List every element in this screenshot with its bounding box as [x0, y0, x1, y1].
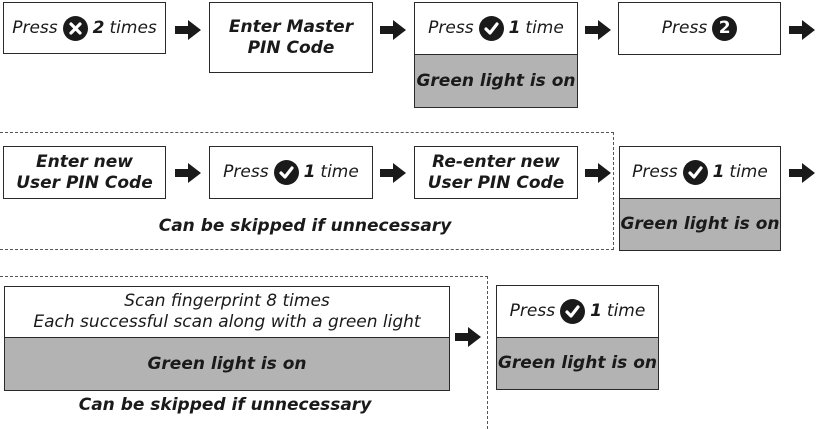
arrow-right-icon: [380, 163, 406, 183]
step-text-line1: Re-enter new: [432, 151, 560, 172]
press-count: 1: [590, 301, 602, 321]
arrow-right-icon: [789, 20, 815, 40]
press-unit: time: [606, 301, 646, 321]
step-text-line2: User PIN Code: [427, 172, 565, 193]
press-count: 1: [303, 162, 316, 182]
status-green-light: Green light is on: [496, 337, 659, 390]
press-count: 1: [712, 162, 725, 182]
optional-steps-group: [0, 132, 614, 250]
status-green-light: Green light is on: [4, 337, 450, 391]
press-label: Press: [428, 18, 474, 38]
arrow-right-icon: [455, 327, 481, 347]
optional-caption: Can be skipped if unnecessary: [158, 216, 452, 236]
press-label: Press: [661, 18, 708, 38]
check-icon: [478, 16, 504, 41]
step-reenter-new-user-pin: Re-enter new User PIN Code: [414, 146, 578, 199]
scan-note: Each successful scan along with a green …: [33, 312, 421, 332]
status-green-light: Green light is on: [619, 198, 781, 251]
arrow-right-icon: [175, 20, 201, 40]
scan-instruction: Scan fingerprint 8 times: [124, 291, 330, 311]
arrow-right-icon: [789, 163, 815, 183]
step-press-confirm-once: Press 1 time: [209, 146, 373, 199]
press-label: Press: [223, 162, 269, 182]
check-icon: [273, 160, 299, 185]
optional-caption: Can be skipped if unnecessary: [78, 395, 372, 415]
step-press-confirm-once: Press 1 time: [414, 2, 578, 55]
status-green-light: Green light is on: [414, 54, 578, 108]
press-unit: time: [525, 18, 564, 38]
optional-scan-group: [0, 276, 488, 429]
close-icon: [62, 15, 88, 41]
step-scan-fingerprint: Scan fingerprint 8 times Each successful…: [4, 286, 450, 338]
arrow-right-icon: [175, 163, 201, 183]
check-icon: [682, 160, 708, 185]
arrow-right-icon: [585, 163, 611, 183]
arrow-right-icon: [380, 20, 406, 40]
press-count: 1: [508, 18, 521, 38]
step-press-cancel-twice: Press 2 times: [3, 2, 166, 54]
status-text: Green light is on: [620, 214, 780, 234]
step-enter-master-pin: Enter Master PIN Code: [209, 2, 373, 73]
step-press-key-2: Press 2: [618, 2, 781, 55]
status-text: Green light is on: [416, 70, 576, 91]
number-2-icon: 2: [712, 16, 738, 41]
press-label: Press: [509, 301, 556, 321]
press-label: Press: [12, 17, 58, 38]
check-icon: [560, 299, 586, 324]
status-text: Green light is on: [147, 353, 307, 374]
step-press-confirm-once: Press 1 time: [496, 285, 659, 338]
press-label: Press: [632, 162, 678, 182]
press-unit: time: [729, 162, 768, 182]
step-text-line2: PIN Code: [247, 37, 335, 58]
press-unit: times: [109, 17, 157, 38]
step-text-line1: Enter new: [35, 151, 133, 172]
press-unit: time: [320, 162, 359, 182]
step-press-confirm-once: Press 1 time: [619, 146, 781, 199]
step-text-line2: User PIN Code: [16, 172, 153, 193]
step-enter-new-user-pin: Enter new User PIN Code: [3, 146, 166, 199]
press-count: 2: [92, 17, 105, 38]
step-text-line1: Enter Master: [228, 16, 354, 37]
status-text: Green light is on: [497, 353, 658, 373]
arrow-right-icon: [585, 20, 611, 40]
